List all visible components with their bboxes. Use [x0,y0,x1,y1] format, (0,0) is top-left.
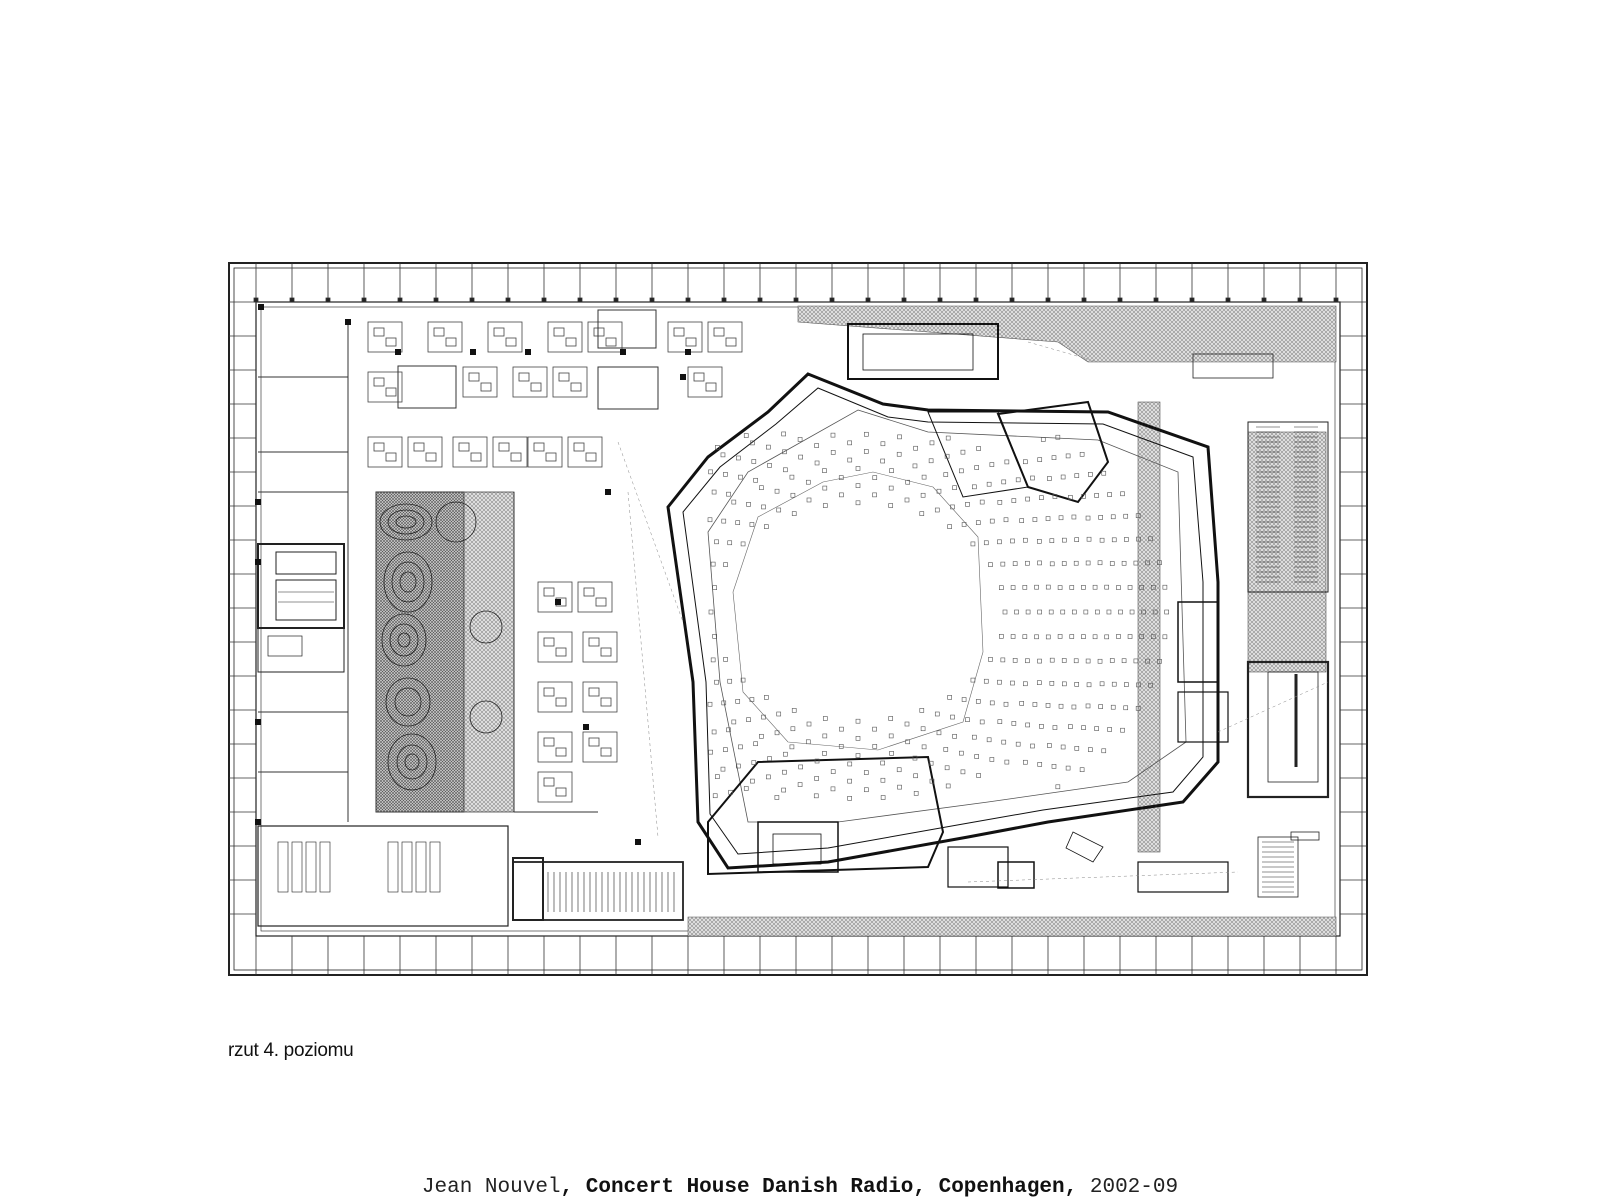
garden-courtyard [375,491,515,813]
concert-hall [666,323,1229,893]
caption-sep2: , [1064,1176,1090,1199]
office-desks [367,321,743,803]
office-partitions [258,309,659,822]
column-markers [255,304,691,845]
caption-sep1: , [560,1176,586,1199]
construction-lines [617,341,1329,883]
caption-title: Concert House Danish Radio, Copenhagen [585,1176,1065,1199]
plan-label: rzut 4. poziomu [228,1040,354,1061]
floor-plan [228,262,1368,976]
caption-years: 2002-09 [1089,1176,1179,1199]
left-service-core [257,543,684,927]
caption-architect: Jean Nouvel [421,1176,561,1199]
auditorium-seating [707,431,1170,801]
structural-grid [229,263,1367,975]
hatched-terraces [375,305,1337,937]
floor-plan-drawing [228,262,1368,976]
caption: Jean Nouvel, Concert House Danish Radio,… [0,1176,1600,1199]
right-circulation [1192,353,1330,898]
